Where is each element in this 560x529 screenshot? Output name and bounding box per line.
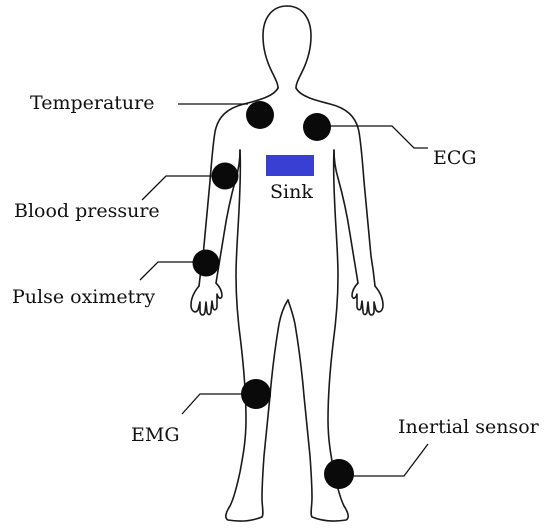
sensor-node-pulse-oximetry	[193, 250, 220, 277]
label-pulse-oximetry: Pulse oximetry	[12, 288, 155, 307]
sink-node	[266, 155, 314, 176]
human-body-outline	[191, 6, 383, 521]
leader-blood-pressure	[142, 176, 212, 200]
leader-inertial-sensor	[352, 444, 428, 476]
label-inertial-sensor: Inertial sensor	[398, 418, 539, 437]
sensor-node-temperature	[246, 101, 274, 129]
sink-label: Sink	[270, 183, 313, 202]
sensor-node-ecg	[303, 113, 331, 141]
sensor-node-emg	[241, 379, 271, 409]
leader-ecg	[330, 126, 428, 148]
label-temperature: Temperature	[30, 94, 154, 113]
label-blood-pressure: Blood pressure	[14, 202, 160, 221]
leader-pulse-oximetry	[140, 262, 196, 280]
label-emg: EMG	[131, 426, 180, 445]
leader-emg	[182, 394, 244, 414]
sensor-node-inertial-sensor	[324, 459, 354, 489]
label-ecg: ECG	[433, 149, 477, 168]
sensor-node-blood-pressure	[212, 163, 239, 190]
